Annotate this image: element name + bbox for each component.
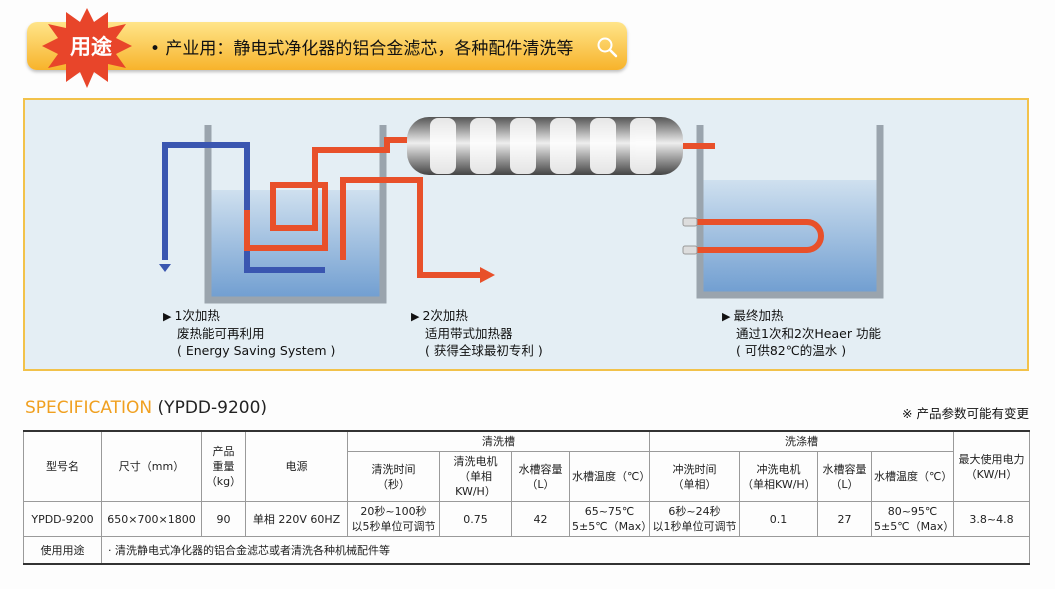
- heating-diagram-illustration: [159, 117, 884, 304]
- caption-2-line1: 适用带式加热器: [425, 326, 513, 341]
- header-clean-temp: 水槽温度（℃）: [569, 451, 650, 502]
- caption-2-head: 2次加热: [411, 307, 543, 325]
- header-rinse-motor-l1: 冲洗电机: [756, 462, 801, 476]
- spec-title: SPECIFICATION (YPDD-9200): [25, 398, 267, 418]
- header-clean-capacity: 水槽容量（L）: [511, 451, 570, 502]
- header-weight-l2: 重量: [212, 460, 235, 473]
- table-row: YPDD-9200 650×700×1800 90 单相 220V 60HZ 2…: [23, 501, 1030, 537]
- caption-first-heating: 1次加热 废热能可再利用 ( Energy Saving System ): [163, 307, 335, 359]
- header-rinse-motor: 冲洗电机（单相KW/H）: [739, 451, 818, 502]
- cell-size: 650×700×1800: [101, 501, 202, 537]
- header-clean-motor-l2: （单相KW/H）: [455, 470, 496, 498]
- header-clean-capacity-l1: 水槽容量: [518, 462, 563, 476]
- tank-1-wall: [204, 125, 387, 304]
- cell-rinse-temp-l1: 80~95℃: [887, 505, 938, 518]
- caption-1-line2: ( Energy Saving System ): [177, 343, 336, 358]
- cell-power: 单相 220V 60HZ: [245, 501, 348, 537]
- inlet-arrow: [159, 264, 171, 272]
- cell-model: YPDD-9200: [23, 501, 102, 537]
- caption-3-line1: 通过1次和2次Heaer 功能: [736, 326, 881, 341]
- caption-second-heating: 2次加热 适用带式加热器 ( 获得全球最初专利 ): [411, 307, 543, 359]
- cell-rinse-motor: 0.1: [739, 501, 818, 537]
- header-rinse-capacity-l2: （L）: [830, 477, 859, 491]
- cell-rinse-time-l1: 6秒~24秒: [668, 505, 721, 518]
- cell-clean-capacity: 42: [511, 501, 570, 537]
- header-rinse-capacity: 水槽容量（L）: [817, 451, 872, 502]
- header-clean-motor-l1: 清洗电机: [453, 455, 498, 468]
- cell-rinse-temp: 80~95℃ 5±5℃（Max）: [871, 501, 955, 537]
- caption-3-line2: ( 可供82℃的温水 ): [736, 343, 847, 358]
- cell-clean-time: 20秒~100秒以5秒单位可调节: [347, 501, 440, 537]
- spec-title-model: (YPDD-9200): [157, 398, 268, 418]
- tank-2-wall: [696, 125, 884, 299]
- heating-diagram: 1次加热 废热能可再利用 ( Energy Saving System ) 2次…: [23, 98, 1029, 371]
- search-icon: [597, 37, 618, 58]
- header-clean-motor: 清洗电机 （单相KW/H）: [439, 451, 512, 502]
- cell-rinse-time-l2: 以1秒单位可调节: [652, 520, 737, 533]
- caption-1-head: 1次加热: [163, 307, 335, 325]
- header-clean-time-l1: 清洗时间: [371, 462, 416, 476]
- tank-2-water: [700, 180, 880, 295]
- cell-weight: 90: [201, 501, 246, 537]
- usage-badge-label: 用途: [70, 35, 112, 59]
- caption-3-head: 最终加热: [722, 307, 881, 325]
- cell-usage-text: · 清洗静电式净化器的铝合金滤芯或者清洗各种机械配件等: [101, 536, 1030, 565]
- header-rinse-temp: 水槽温度（℃）: [871, 451, 954, 502]
- header-clean-time: 清洗时间（秒）: [347, 451, 440, 502]
- starburst-badge: [42, 8, 132, 88]
- header-power: 电源: [245, 430, 348, 502]
- header-max-power-l1: 最大使用电力: [958, 452, 1025, 466]
- cold-pipe: [162, 142, 325, 273]
- header-rinse-tank: 洗涤槽: [649, 430, 954, 452]
- header-rinse-capacity-l1: 水槽容量: [822, 462, 867, 476]
- header-rinse-motor-l2: （单相KW/H）: [742, 477, 816, 491]
- header-clean-tank: 清洗槽: [347, 430, 650, 452]
- header-max-power-l2: （KW/H）: [965, 467, 1018, 481]
- cell-clean-temp-l1: 65~75℃: [584, 505, 635, 518]
- header-rinse-time-l2: （单相）: [672, 477, 717, 491]
- cell-rinse-temp-l2: 5±5℃（Max）: [874, 520, 955, 533]
- cell-rinse-time: 6秒~24秒以1秒单位可调节: [649, 501, 740, 537]
- header-rinse-time-l1: 冲洗时间: [672, 462, 717, 476]
- cell-rinse-capacity: 27: [817, 501, 872, 537]
- header-model: 型号名: [23, 430, 102, 502]
- hot-pipe: [244, 137, 410, 251]
- header-rinse-time: 冲洗时间（单相）: [649, 451, 740, 502]
- cell-max-power: 3.8~4.8: [953, 501, 1030, 537]
- spec-table: 型号名 尺寸（mm） 产品 重量 （kg） 电源 清洗槽 洗涤槽 最大使用电力 …: [23, 430, 1030, 565]
- cell-clean-temp: 65~75℃ 5±5℃（Max）: [569, 501, 653, 537]
- header-weight: 产品 重量 （kg）: [201, 430, 246, 502]
- table-header-row: 型号名 尺寸（mm） 产品 重量 （kg） 电源 清洗槽 洗涤槽 最大使用电力 …: [23, 430, 1030, 502]
- hot-pipe-outlet: [340, 177, 480, 278]
- table-usage-row: 使用用途 · 清洗静电式净化器的铝合金滤芯或者清洗各种机械配件等: [23, 536, 1030, 565]
- cell-clean-temp-l2: 5±5℃（Max）: [572, 520, 653, 533]
- header-clean-capacity-l2: （L）: [526, 477, 555, 491]
- cell-usage-label: 使用用途: [23, 536, 102, 565]
- header-weight-l1: 产品: [212, 445, 235, 458]
- usage-description: • 产业用：静电式净化器的铝合金滤芯，各种配件清洗等: [150, 39, 574, 59]
- caption-2-line2: ( 获得全球最初专利 ): [425, 343, 543, 358]
- header-clean-time-l2: （秒）: [377, 477, 410, 491]
- cell-clean-motor: 0.75: [439, 501, 512, 537]
- outlet-arrow: [480, 267, 495, 283]
- header-max-power: 最大使用电力 （KW/H）: [953, 430, 1030, 502]
- cell-clean-time-l1: 20秒~100秒: [360, 505, 427, 518]
- spec-note: ※ 产品参数可能有变更: [902, 406, 1029, 421]
- cell-clean-time-l2: 以5秒单位可调节: [351, 520, 436, 533]
- header-weight-l3: （kg）: [205, 475, 242, 488]
- header-size: 尺寸（mm）: [101, 430, 202, 502]
- caption-final-heating: 最终加热 通过1次和2次Heaer 功能 ( 可供82℃的温水 ): [722, 307, 881, 359]
- caption-1-line1: 废热能可再利用: [177, 326, 265, 341]
- final-heater-coil: [690, 219, 824, 253]
- spec-title-en: SPECIFICATION: [25, 398, 153, 418]
